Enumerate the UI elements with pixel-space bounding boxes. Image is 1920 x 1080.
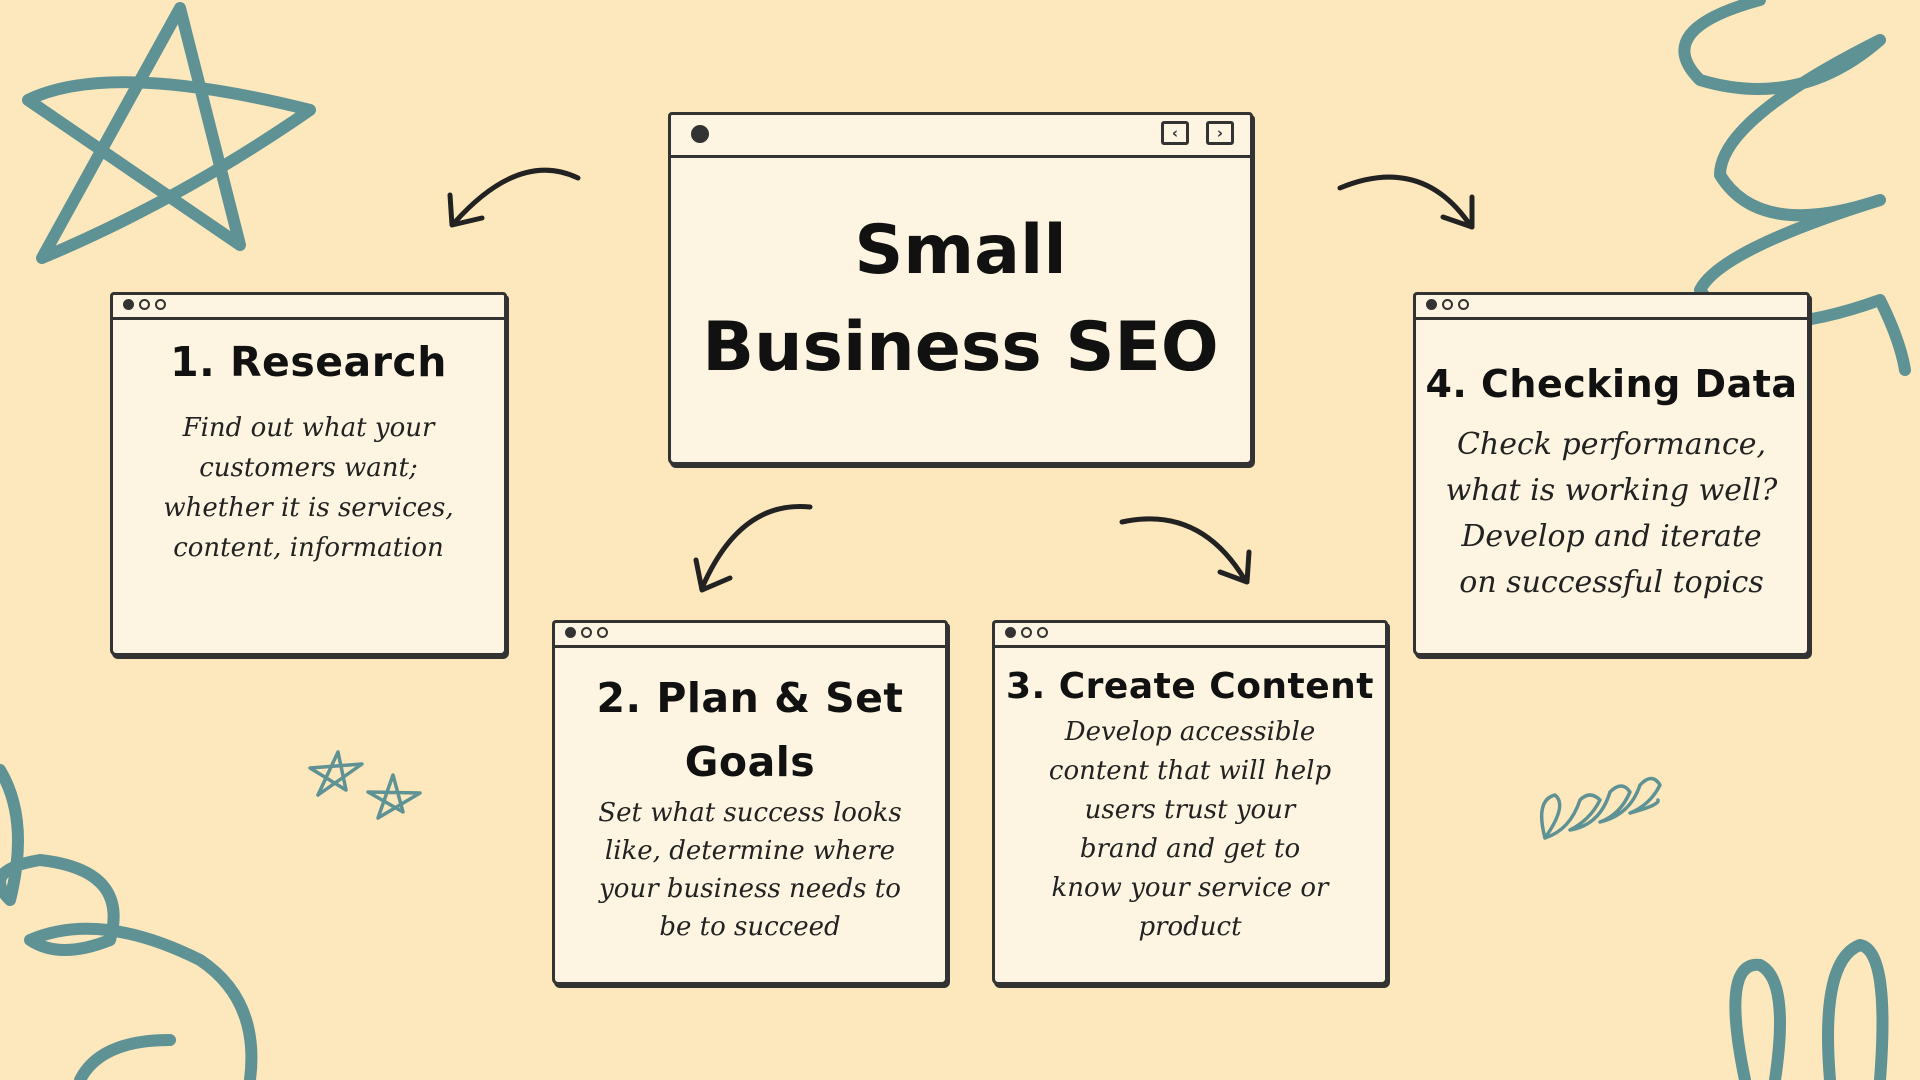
step-text-line: like, determine where	[604, 836, 896, 866]
small-star-doodle-2	[366, 773, 422, 820]
step-text-line: Develop and iterate	[1461, 519, 1762, 554]
window-title-bar	[995, 623, 1385, 648]
window-dot-icon	[565, 627, 576, 638]
window-dot-icon	[1037, 627, 1048, 638]
window-controls	[123, 299, 166, 310]
star-doodle-large	[22, 2, 316, 264]
window-dot-icon	[691, 125, 709, 143]
step-text-line: content, information	[173, 533, 444, 563]
chevron-right-icon[interactable]: ›	[1206, 121, 1234, 145]
step-text-line: Develop accessible	[1064, 717, 1316, 747]
small-star-doodle-1	[308, 750, 364, 797]
main-title-window: ‹ › Small Business SEO	[668, 112, 1253, 465]
step-title: 1. Research	[170, 338, 447, 386]
window-controls	[1005, 627, 1048, 638]
step-text-line: Set what success looks	[598, 798, 902, 828]
step-card-plan-goals: 2. Plan & Set Goals Set what success loo…	[552, 620, 948, 985]
window-dot-icon	[1426, 299, 1437, 310]
squiggle-doodle	[1539, 776, 1662, 840]
step-card-checking-data: 4. Checking Data Check performance, what…	[1413, 292, 1810, 656]
arrow-to-plan	[693, 503, 813, 593]
step-title: 4. Checking Data	[1425, 362, 1798, 406]
window-dot-icon	[597, 627, 608, 638]
step-text-line: be to succeed	[659, 912, 841, 942]
step-text-line: customers want;	[199, 453, 418, 483]
window-dot-icon	[123, 299, 134, 310]
step-text-line: content that will help	[1048, 756, 1332, 786]
arrow-to-checking-data	[1337, 174, 1475, 230]
window-dot-icon	[1021, 627, 1032, 638]
step-card-create-content: 3. Create Content Develop accessible con…	[992, 620, 1388, 985]
window-controls	[1426, 299, 1469, 310]
step-text-line: your business needs to	[599, 874, 901, 904]
window-title-bar	[113, 295, 504, 320]
step-text-line: users trust your	[1084, 795, 1296, 825]
page-title-line-1: Small	[854, 211, 1067, 290]
arrow-to-research	[447, 167, 581, 228]
page-title-line-2: Business SEO	[702, 307, 1219, 387]
window-dot-icon	[139, 299, 150, 310]
step-card-research: 1. Research Find out what your customers…	[110, 292, 507, 656]
window-title-bar	[555, 623, 945, 648]
window-dot-icon	[581, 627, 592, 638]
step-text-line: brand and get to	[1079, 834, 1301, 864]
window-dot-icon	[155, 299, 166, 310]
window-dot-icon	[1458, 299, 1469, 310]
arrow-to-create	[1119, 516, 1252, 585]
step-title-line-1: 2. Plan & Set	[596, 674, 904, 722]
step-text-line: what is working well?	[1445, 473, 1778, 508]
step-text-line: product	[1138, 912, 1242, 942]
step-text-line: on successful topics	[1459, 565, 1764, 600]
chevron-left-icon[interactable]: ‹	[1161, 121, 1189, 145]
window-controls	[565, 627, 608, 638]
step-text-line: Find out what your	[182, 413, 435, 443]
window-dot-icon	[1005, 627, 1016, 638]
window-title-bar	[1416, 295, 1807, 320]
window-dot-icon	[1442, 299, 1453, 310]
step-text-line: know your service or	[1051, 873, 1329, 903]
spiral-doodle-top-right	[1678, 0, 1911, 376]
step-title: 3. Create Content	[1005, 666, 1375, 707]
step-text-line: whether it is services,	[163, 493, 454, 523]
loop-doodle-bottom-right	[1729, 939, 1889, 1080]
window-title-bar: ‹ ›	[671, 115, 1250, 158]
step-text-line: Check performance,	[1456, 427, 1767, 462]
spiral-doodle-bottom-left	[0, 764, 258, 1080]
step-title-line-2: Goals	[684, 738, 816, 786]
